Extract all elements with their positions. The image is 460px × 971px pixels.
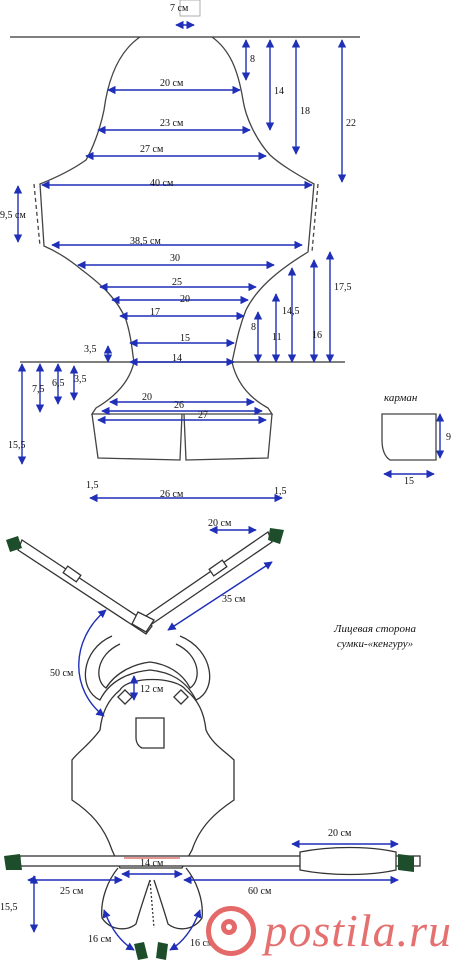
label-25: 25 — [172, 277, 182, 288]
buckle-belt-left-icon — [4, 854, 22, 870]
label-17: 17 — [150, 307, 160, 318]
label-loop-50: 50 см — [50, 668, 74, 679]
label-v3-5-a: 3,5 — [84, 344, 97, 355]
label-strap-35: 35 см — [222, 594, 246, 605]
label-leg-16-right: 16 см — [190, 938, 214, 949]
label-15: 15 — [180, 333, 190, 344]
leg-hole-left — [101, 867, 151, 930]
label-v15-5: 15,5 — [8, 440, 26, 451]
buckle-belt-right-icon — [398, 854, 414, 872]
assembled-bag-drawing — [17, 531, 421, 930]
label-v3-5-b: 3,5 — [74, 374, 87, 385]
label-leg-16-left: 16 см — [88, 934, 112, 945]
label-belt-20: 20 см — [328, 828, 352, 839]
label-v6-5: 6,5 — [52, 378, 65, 389]
pocket-piece — [381, 413, 437, 479]
buckle-leg-right-icon — [156, 942, 168, 960]
buckles — [4, 528, 414, 960]
vertical-dimensions — [13, 39, 445, 465]
horizontal-dimensions — [41, 20, 313, 503]
dim-leg-16-right — [169, 909, 202, 951]
label-v14-5: 14,5 — [282, 306, 300, 317]
postila-logo-icon — [206, 905, 257, 956]
label-20-bottom: 20 — [142, 392, 152, 403]
zip-line — [149, 879, 155, 929]
label-20-mid: 20 — [180, 294, 190, 305]
label-40: 40 см — [150, 178, 174, 189]
buckle-strap-left-icon — [6, 536, 22, 552]
lower-dimensions — [27, 525, 399, 951]
leg-panel-left — [91, 413, 183, 461]
buckle-strap-right-icon — [268, 528, 284, 544]
strap-attach-right — [173, 689, 189, 705]
strap-cross-stitch — [131, 611, 155, 633]
label-v18: 18 — [300, 106, 310, 117]
neck-tab-marker — [179, 0, 201, 17]
postila-watermark: postila.ru — [206, 904, 452, 957]
label-v15-5-lower: 15,5 — [0, 902, 18, 913]
label-v8: 8 — [250, 54, 255, 65]
label-14: 14 — [172, 353, 182, 364]
strap-slider-left — [62, 565, 82, 583]
front-pocket — [135, 717, 165, 749]
label-v17-5: 17,5 — [334, 282, 352, 293]
strap-left — [17, 539, 153, 635]
bag-body-outline — [71, 678, 235, 869]
label-23: 23 см — [160, 118, 184, 129]
buckle-leg-left-icon — [134, 942, 148, 960]
caption-line-1: Лицевая сторона — [334, 623, 416, 635]
diagram-caption: Лицевая сторона сумки-«кенгуру» — [300, 622, 450, 652]
label-v8-right: 8 — [251, 322, 256, 333]
label-belt-60: 60 см — [248, 886, 272, 897]
label-v16: 16 — [312, 330, 322, 341]
label-neck-top: 7 см — [170, 3, 189, 14]
head-loop — [84, 635, 211, 701]
label-26-base: 26 см — [160, 489, 184, 500]
label-belt-14: 14 см — [140, 858, 164, 869]
label-26-bottom: 26 — [174, 400, 184, 411]
label-27-bottom: 27 — [198, 410, 208, 421]
label-belt-25: 25 см — [60, 886, 84, 897]
dim-strap-35 — [167, 561, 273, 631]
label-pocket-w: 15 — [404, 476, 414, 487]
label-pocket-h: 9 — [446, 432, 451, 443]
label-1-5-left: 1,5 — [86, 480, 99, 491]
belt-strap-end — [299, 846, 397, 876]
watermark-text: postila.ru — [264, 905, 452, 956]
label-30: 30 — [170, 253, 180, 264]
side-seam-right — [311, 183, 319, 253]
upper-dimension-labels: 7 см 20 см 23 см 27 см 40 см 38,5 см 30 … — [0, 3, 451, 500]
leg-panel-right — [183, 413, 273, 461]
label-v22: 22 — [346, 118, 356, 129]
pocket-title: карман — [384, 392, 418, 404]
label-38-5: 38,5 см — [130, 236, 161, 247]
label-v14: 14 — [274, 86, 284, 97]
shoulder-straps — [17, 531, 273, 635]
label-strap-20: 20 см — [208, 518, 232, 529]
caption-line-2: сумки-«кенгуру» — [336, 638, 414, 650]
label-v7-5: 7,5 — [32, 384, 45, 395]
label-20: 20 см — [160, 78, 184, 89]
label-27: 27 см — [140, 144, 164, 155]
label-v9-5: 9,5 см — [0, 210, 26, 221]
label-v11: 11 — [272, 332, 282, 343]
lower-dimension-labels: 20 см 35 см 50 см 12 см 20 см 14 см 25 с… — [0, 518, 352, 949]
body-pattern-piece — [10, 0, 360, 461]
label-1-5-right: 1,5 — [274, 486, 287, 497]
leg-hole-right — [153, 867, 203, 930]
strap-attach-left — [117, 689, 133, 705]
side-seam-left — [33, 183, 41, 247]
dim-leg-16-left — [102, 909, 135, 951]
label-v12: 12 см — [140, 684, 164, 695]
dim-loop-50 — [78, 609, 107, 717]
strap-right — [139, 531, 273, 629]
pocket-outline — [381, 413, 437, 461]
